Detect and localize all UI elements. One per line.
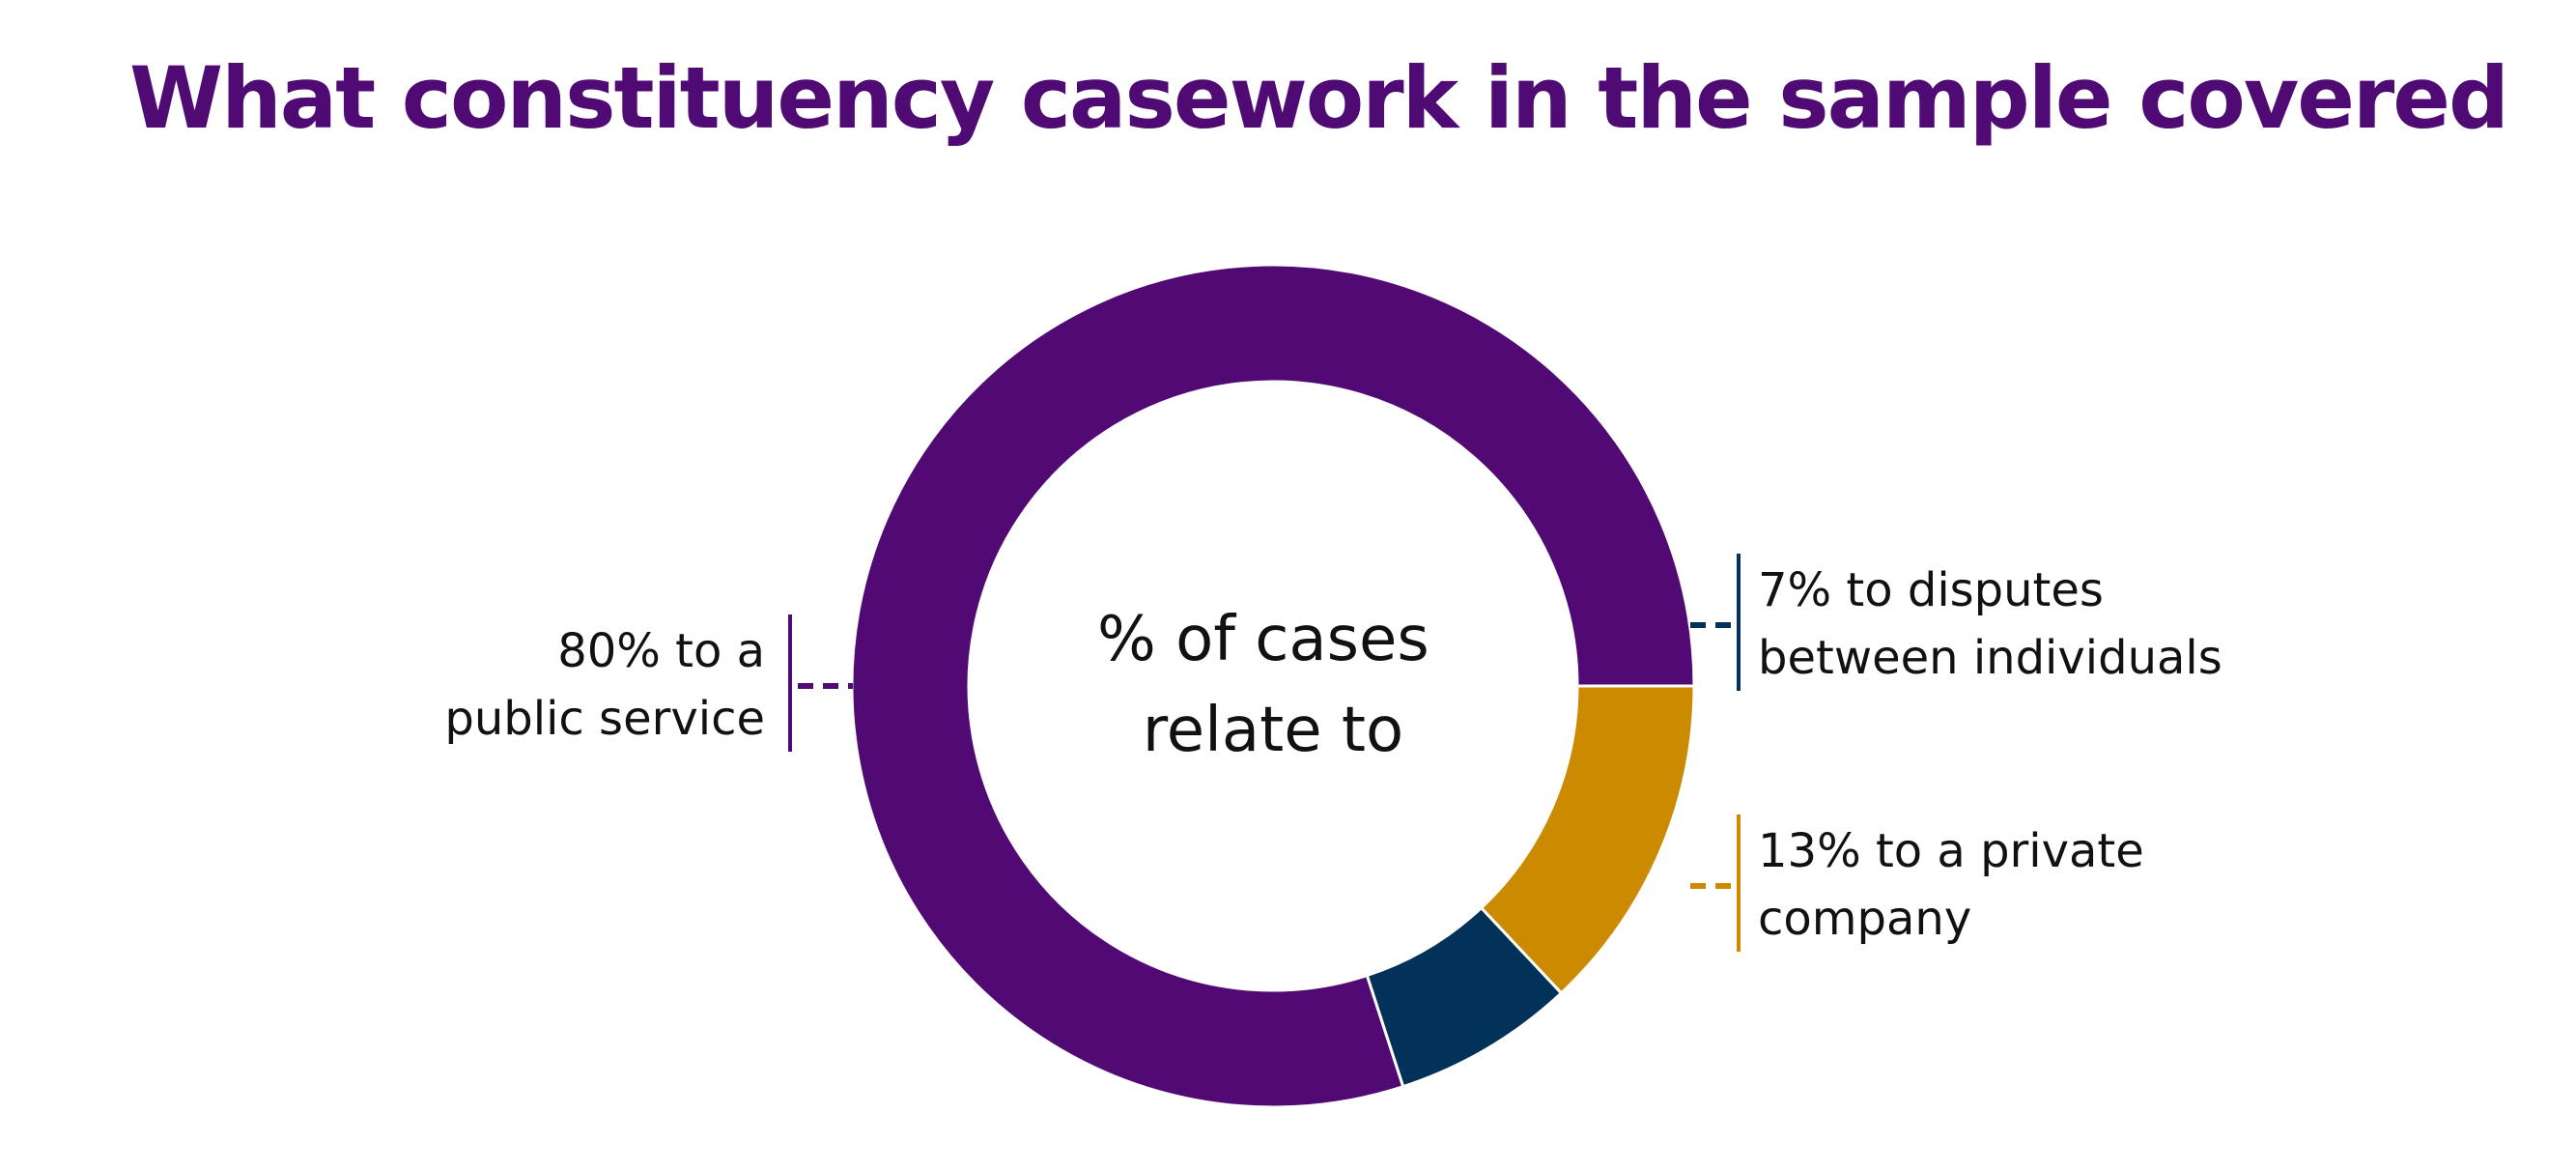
center-label-line-2: relate to bbox=[1143, 695, 1403, 766]
slice-labels: 80% to a public service 7% to disputes betw… bbox=[444, 563, 2222, 946]
slice-label-2-line-2: between individuals bbox=[1758, 631, 2222, 685]
slice-label-2-line-1: 7% to disputes bbox=[1758, 563, 2104, 617]
center-label: % of cases relate to bbox=[1097, 604, 1449, 766]
slice-label-1: 80% to a public service bbox=[444, 624, 765, 746]
label-leaders bbox=[788, 554, 1741, 952]
slice-label-1-line-1: 80% to a bbox=[557, 624, 765, 678]
donut-slice-3 bbox=[1479, 684, 1696, 995]
donut-slices bbox=[850, 263, 1696, 1109]
slice-label-3: 13% to a private company bbox=[1758, 824, 2144, 946]
center-label-line-1: % of cases bbox=[1097, 604, 1430, 675]
donut-slice-1 bbox=[850, 263, 1696, 1109]
slice-label-2: 7% to disputes between individuals bbox=[1758, 563, 2222, 685]
chart-title: What constituency casework in the sample… bbox=[129, 48, 2509, 148]
slice-label-3-line-2: company bbox=[1758, 892, 1971, 946]
slice-label-3-line-1: 13% to a private bbox=[1758, 824, 2144, 878]
slice-label-1-line-2: public service bbox=[444, 692, 765, 746]
